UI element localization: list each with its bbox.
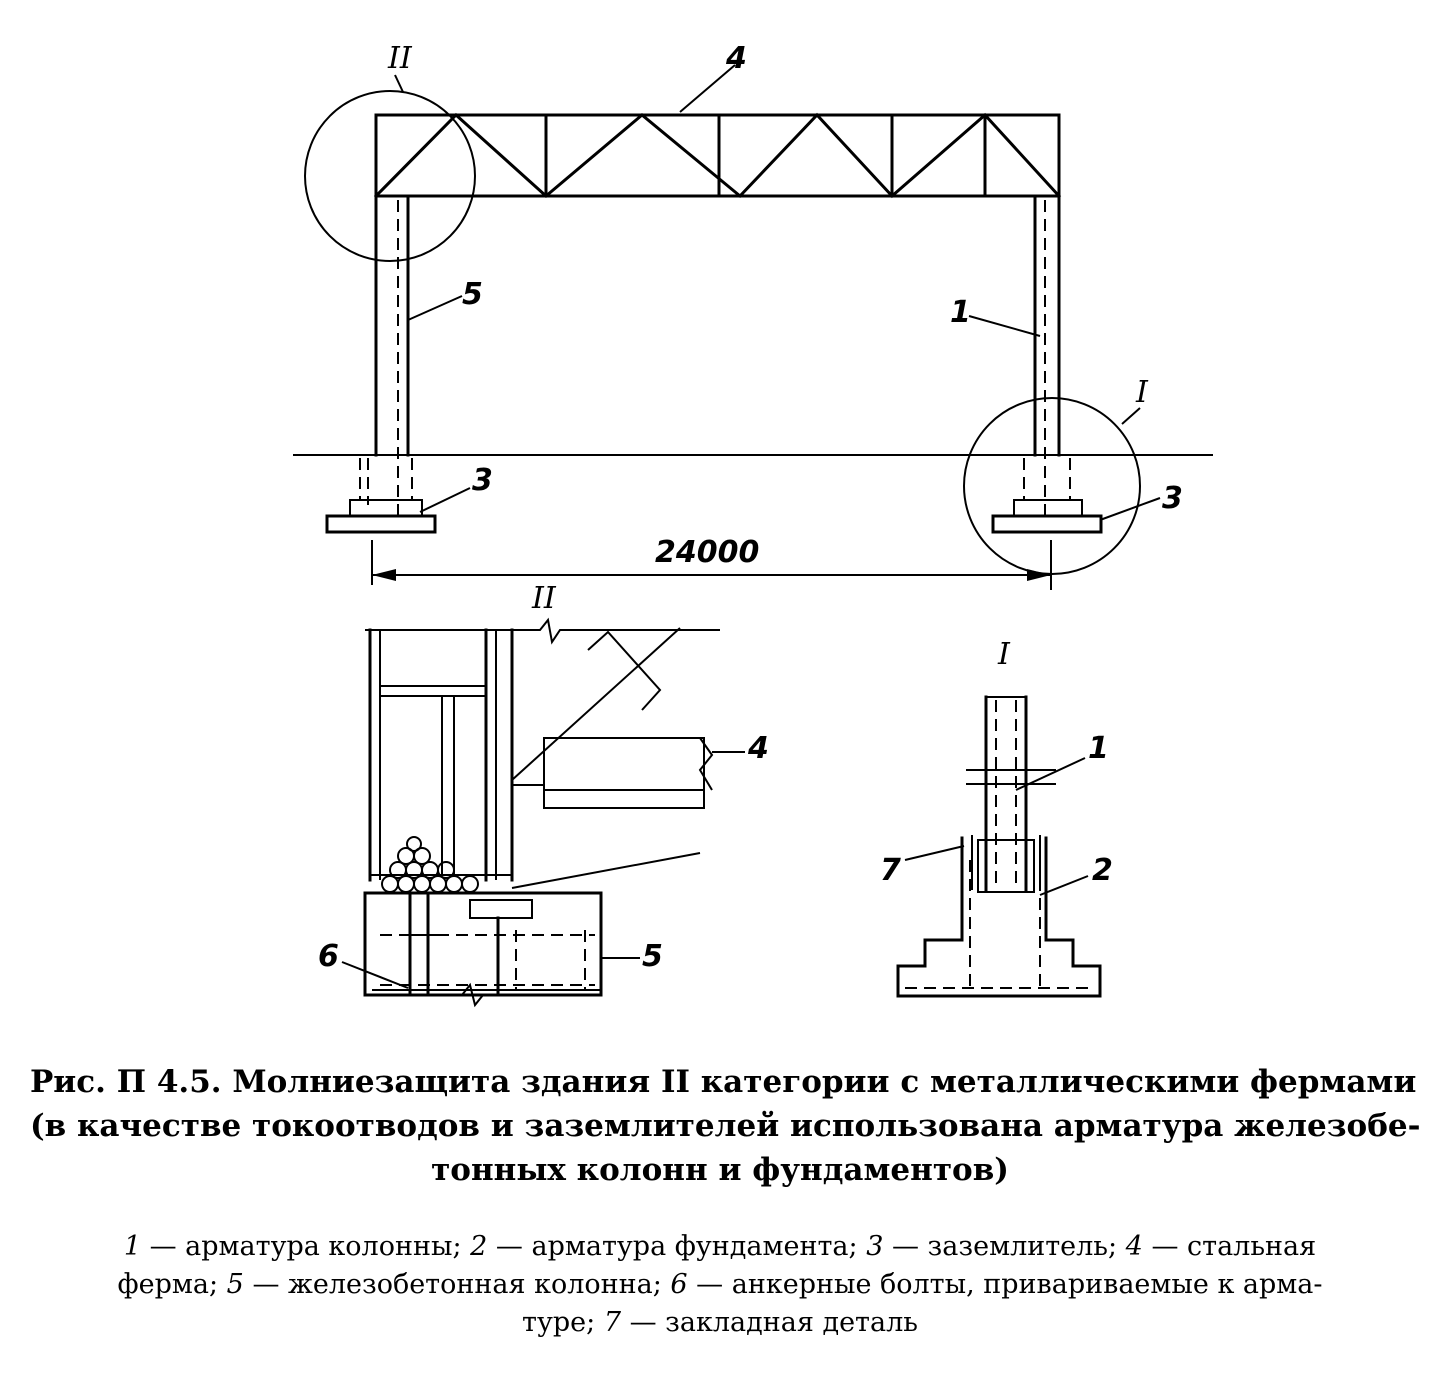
legend-text-4: — стальная [1142,1231,1317,1262]
legend-key-7: 7 [603,1307,621,1338]
legend-text-1: — арматура колонны; [141,1231,471,1262]
label-2: 2 [1092,853,1113,888]
label-7: 7 [880,853,901,888]
foundation-right [991,458,1103,534]
ground-electrode-left [325,514,437,534]
truss-diagonal-detail [511,627,681,781]
figure-legend: 1 — арматура колонны; 2 — арматура фунда… [30,1228,1410,1342]
label-1-top: 1 [950,295,971,330]
detail-I: I 1 7 2 [880,637,1113,998]
foundation-block-detail [363,891,603,997]
truss-frame [373,112,1062,199]
legend-text-7: — закладная деталь [621,1307,918,1338]
label-3-right: 3 [1162,481,1183,516]
label-detail-II-top: II [387,41,413,76]
legend-key-2: 2 [470,1231,488,1262]
label-4-top: 4 [725,41,747,76]
leader-3-left [419,487,471,513]
legend-text-3: — заземлитель; [883,1231,1126,1262]
legend-line-2: ферма; 5 — железобетонная колонна; 6 — а… [30,1266,1410,1304]
dimension-24000 [371,540,1052,590]
label-3-left: 3 [472,463,493,498]
column-left [367,194,410,515]
bolt-pile [381,836,479,893]
truss-diagonals [373,112,1062,199]
leader-1 [968,315,1041,337]
embedded-part [977,839,1035,893]
caption-line-1: Рис. П 4.5. Молниезащита здания II катег… [30,1064,1417,1100]
foundation-stepped [896,836,1102,998]
drawing: II 4 5 1 I 3 3 24000 II 4 [293,41,1213,1008]
legend-key-5: 5 [226,1269,244,1300]
leader-4 [679,64,736,113]
leader-5 [407,295,463,321]
label-detail-II: II [531,581,557,616]
detail-II: II 4 [318,581,769,1008]
legend-key-6: 6 [670,1269,688,1300]
leader-3-right [1099,497,1161,521]
legend-text-4b: ферма; [117,1269,227,1300]
column-right [1033,194,1061,515]
label-5-detail: 5 [642,939,663,974]
label-1-detail: 1 [1088,731,1109,766]
figure-caption: Рис. П 4.5. Молниезащита здания II катег… [30,1060,1421,1192]
label-4-detail: 4 [747,731,769,766]
legend-key-4: 4 [1125,1231,1143,1262]
legend-line-3: туре; 7 — закладная деталь [30,1304,1410,1342]
label-6: 6 [318,939,339,974]
foundation-left [325,458,437,534]
legend-key-1: 1 [123,1231,141,1262]
label-detail-I: I [997,637,1011,672]
legend-text-6: — анкерные болты, привариваемые к арма- [687,1269,1323,1300]
legend-text-2: — арматура фундамента; [487,1231,867,1262]
caption-line-3: тонных колонн и фундаментов) [431,1152,1009,1188]
label-5-top: 5 [462,277,483,312]
caption-line-2: (в качестве токоотводов и заземлителей и… [30,1108,1421,1144]
legend-text-6b: туре; [522,1307,604,1338]
truss-member-4 [543,737,705,809]
detail-circle-II [304,90,476,262]
legend-text-5: — железобетонная колонна; [243,1269,671,1300]
label-detail-I-top: I [1135,375,1149,410]
label-span: 24000 [655,535,759,570]
legend-line-1: 1 — арматура колонны; 2 — арматура фунда… [30,1228,1410,1266]
ground-electrode-right [991,514,1103,534]
legend-key-3: 3 [866,1231,884,1262]
